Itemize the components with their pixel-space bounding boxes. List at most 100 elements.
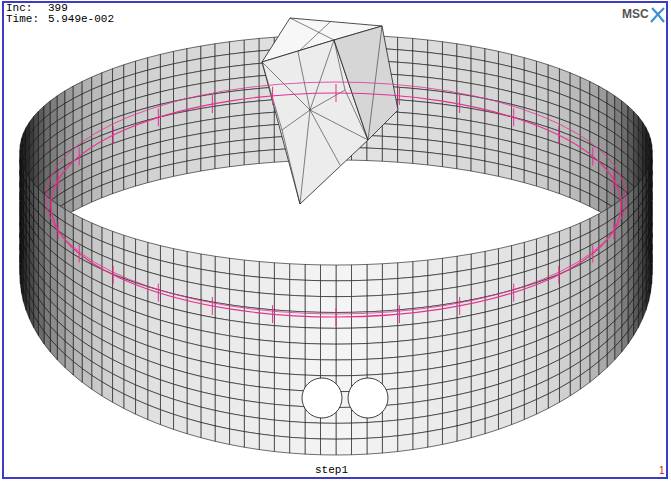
box-mesh-edge — [298, 52, 310, 110]
mesh-element — [398, 434, 413, 452]
mesh-element — [148, 167, 161, 183]
mesh-element — [382, 124, 397, 137]
curve-tick — [399, 305, 400, 323]
mesh-element — [82, 369, 92, 390]
mesh-element — [215, 287, 229, 305]
mesh-element — [215, 272, 229, 290]
mesh-element — [512, 405, 525, 425]
mesh-element — [244, 400, 259, 418]
mesh-element — [320, 328, 336, 344]
mesh-element — [305, 328, 320, 344]
mesh-element — [524, 400, 536, 420]
mesh-element — [187, 159, 201, 174]
mesh-element — [336, 265, 352, 281]
mesh-element — [536, 174, 548, 190]
mesh-element — [38, 323, 44, 343]
mesh-element — [643, 299, 646, 319]
mesh-element — [244, 38, 259, 52]
mesh-element — [428, 40, 443, 54]
mesh-element — [413, 63, 428, 77]
mesh-element — [607, 347, 615, 368]
mesh-element — [244, 260, 259, 277]
mesh-element — [244, 385, 259, 403]
curve-tick — [336, 84, 337, 102]
curve-tick — [558, 126, 559, 144]
mesh-element — [320, 344, 336, 360]
mesh-element — [230, 65, 245, 79]
mesh-element — [457, 315, 471, 333]
curve-tick — [79, 147, 80, 165]
mesh-element — [259, 100, 274, 114]
mesh-element — [201, 422, 215, 441]
mesh-element — [413, 101, 428, 115]
mesh-element — [570, 375, 580, 396]
box-mesh-edge — [282, 110, 310, 130]
mesh-element — [471, 159, 485, 174]
curve-tick — [459, 95, 460, 113]
mesh-element — [244, 416, 259, 434]
mesh-element — [305, 296, 320, 312]
mesh-element — [590, 194, 599, 211]
mesh-element — [352, 343, 367, 359]
mesh-element — [305, 280, 320, 296]
mesh-element — [367, 295, 382, 312]
mesh-element — [320, 281, 336, 297]
mesh-element — [244, 138, 259, 152]
mesh-element — [187, 419, 201, 438]
mesh-element — [320, 297, 336, 313]
curve-tick — [113, 126, 114, 144]
mesh-element — [442, 154, 456, 169]
mesh-element — [498, 164, 511, 180]
mesh-element — [413, 369, 428, 387]
mesh-element — [428, 320, 443, 338]
mesh-element — [457, 300, 471, 318]
mesh-element — [442, 256, 456, 274]
mesh-element — [259, 150, 274, 164]
mesh-element — [442, 349, 456, 367]
box-mesh-edge — [310, 110, 340, 165]
mesh-element — [259, 324, 274, 341]
mesh-element — [559, 181, 570, 198]
mesh-element — [274, 341, 289, 358]
mesh-element — [428, 398, 443, 416]
mesh-element — [382, 136, 397, 149]
mesh-element — [398, 37, 413, 51]
mesh-element — [305, 343, 320, 359]
mesh-element — [274, 420, 289, 437]
curve-tick — [513, 108, 514, 126]
mesh-element — [398, 100, 413, 114]
mesh-element — [442, 272, 456, 290]
mesh-element — [274, 436, 289, 453]
mesh-element — [305, 438, 320, 454]
mesh-element — [320, 312, 336, 328]
mesh-element — [244, 354, 259, 372]
mesh-element — [580, 369, 590, 390]
mesh-element — [398, 112, 413, 126]
mesh-element — [215, 117, 229, 132]
mesh-element — [580, 190, 590, 207]
mesh-element — [485, 414, 498, 433]
mesh-element — [442, 67, 456, 82]
mesh-element — [20, 265, 21, 284]
mesh-element — [570, 185, 580, 202]
mesh-element — [244, 101, 259, 115]
mesh-element — [428, 102, 443, 116]
mesh-element — [160, 410, 173, 430]
mesh-element — [174, 161, 187, 176]
mesh-element — [215, 142, 229, 157]
mesh-element — [23, 290, 26, 310]
mesh-element — [628, 323, 634, 343]
mesh-element — [259, 403, 274, 420]
mesh-element — [320, 360, 336, 376]
mesh-element — [244, 63, 259, 77]
mesh-element — [471, 267, 485, 285]
mesh-element — [398, 75, 413, 89]
mesh-element — [102, 382, 113, 402]
curve-tick — [592, 147, 593, 165]
mesh-element — [428, 274, 443, 291]
mesh-element — [352, 312, 367, 328]
ring-front-wall — [20, 150, 652, 455]
mesh-element — [230, 102, 245, 116]
mesh-element — [548, 177, 559, 193]
